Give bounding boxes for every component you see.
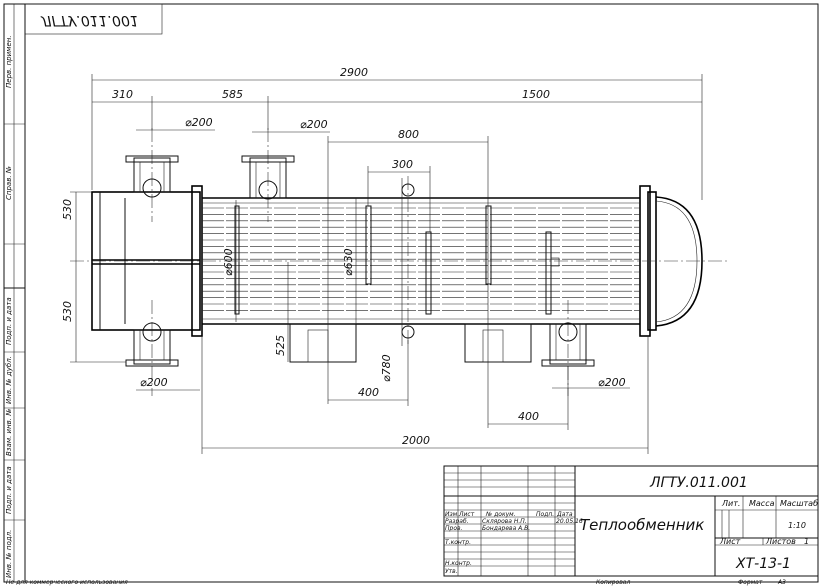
side-label-podp-data-2: Подп. и дата: [5, 466, 13, 514]
dim-shell-630: ⌀630: [342, 248, 355, 276]
dim-tube-length: 2000: [402, 434, 430, 447]
footer-format-value: А3: [777, 579, 786, 586]
list-label: Лист: [719, 537, 741, 546]
footer-copied: Копировал: [596, 579, 630, 586]
tube-bundle: [202, 207, 640, 311]
header-data: Дата: [556, 511, 573, 518]
listov-value: 1: [804, 537, 809, 546]
side-label-perv-primen: Перв. примен.: [5, 35, 13, 88]
dim-height-530-top: 530: [61, 199, 74, 220]
row-role-0: Разраб.: [445, 518, 469, 525]
dim-overall-length: 2900: [340, 66, 368, 79]
header-list: Лист: [458, 511, 475, 518]
dim-nozzle-bl: ⌀200: [140, 376, 168, 389]
dim-shell-600: ⌀600: [222, 248, 235, 276]
dim-support-780: ⌀780: [380, 354, 393, 382]
row-name-0: Склярова Н.П.: [482, 518, 527, 525]
nozzle-bottom-right: [541, 322, 595, 367]
header-izm: Изм.: [445, 511, 459, 518]
scale-value: 1:10: [788, 521, 806, 530]
dim-right-span: 1500: [522, 88, 550, 101]
footer-format-label: Формат: [738, 579, 763, 586]
nozzle-bottom-left: [125, 322, 179, 367]
side-label-vzam-inv: Взам. инв. №: [5, 408, 13, 456]
side-strip: [3, 3, 26, 583]
dim-span-800: 800: [398, 128, 419, 141]
title-block: [443, 465, 819, 577]
row-role-1: Пров.: [445, 525, 463, 532]
dim-support-525: 525: [274, 335, 287, 356]
nozzle-top-right: [241, 155, 295, 200]
dim-nozzle-spacing: 585: [222, 88, 243, 101]
dim-support-width-left: 400: [358, 386, 379, 399]
lit-label: Лит.: [721, 499, 740, 508]
dim-nozzle-tl: ⌀200: [185, 116, 213, 129]
dim-height-530-bottom: 530: [61, 301, 74, 322]
dim-nozzle-tr: ⌀200: [300, 118, 328, 131]
side-label-sprav-no: Справ. №: [5, 166, 13, 200]
org-code: ХТ-13-1: [735, 556, 791, 572]
nozzle-top-left: [125, 155, 179, 198]
side-label-inv-dubl: Инв. № дубл.: [5, 356, 13, 404]
dimension-lines: [70, 74, 703, 454]
massa-label: Масса: [749, 499, 775, 508]
row-date-0: 20.05.16: [556, 518, 583, 525]
baffles: [234, 205, 560, 315]
dim-nozzle-br: ⌀200: [598, 376, 626, 389]
dim-span-300: 300: [392, 158, 413, 171]
row-role-5: Утв.: [445, 568, 458, 575]
side-label-inv-podl: Инв. № подл.: [5, 530, 13, 578]
title-block-code: ЛГТУ.011.001: [649, 475, 748, 491]
support-left: [289, 323, 357, 363]
header-podp: Подп.: [536, 511, 554, 518]
row-role-2: Т.контр.: [445, 539, 471, 546]
side-label-podp-data-1: Подп. и дата: [5, 297, 13, 345]
footer-note: Не для коммерческого использования: [6, 579, 128, 586]
dim-left-offset: 310: [112, 88, 133, 101]
top-code-mirrored: ЛГТУ.011.001: [40, 12, 139, 28]
dim-support-width-right: 400: [518, 410, 539, 423]
support-right: [464, 323, 532, 363]
row-name-1: Бондарева А.В.: [482, 525, 530, 532]
listov-label: Листов: [765, 537, 796, 546]
title-block-title: Теплообменник: [580, 516, 704, 534]
header-ndokum: № докум.: [485, 511, 516, 518]
row-role-4: Н.контр.: [445, 560, 472, 567]
sheet-frame: [24, 3, 819, 583]
masshtab-label: Масштаб: [780, 499, 818, 508]
